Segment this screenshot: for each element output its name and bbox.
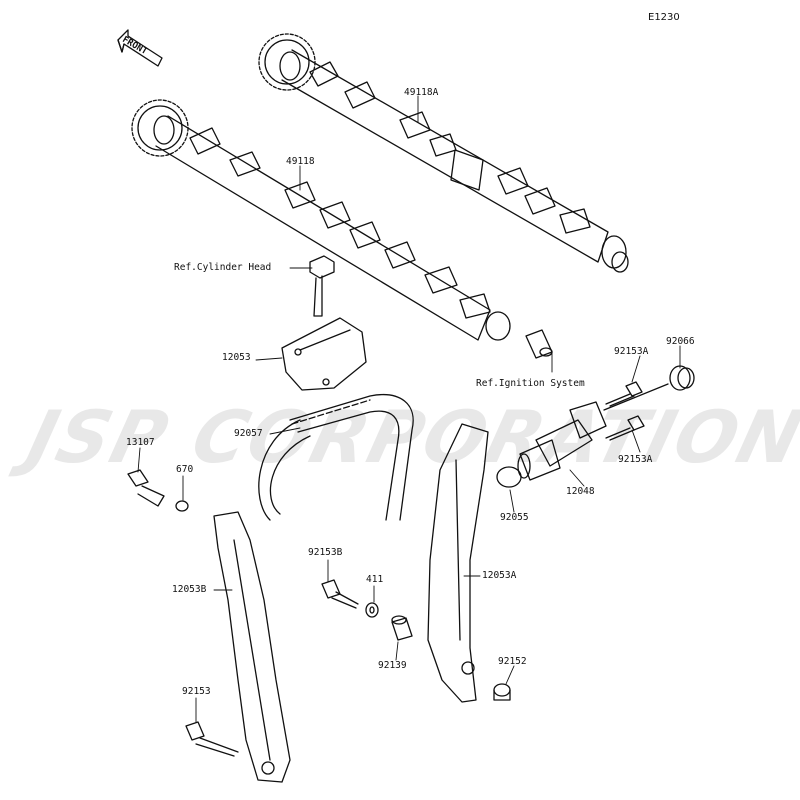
bolt-92153a-lower (605, 415, 645, 441)
part-label-92152: 92152 (498, 656, 527, 667)
diagram-code: E1230 (648, 12, 680, 23)
part-label-92057: 92057 (234, 428, 263, 439)
ignition-sleeve (525, 329, 553, 359)
front-arrow-icon (117, 29, 163, 67)
pin-13107 (127, 469, 165, 507)
bolt-92153b (321, 579, 359, 609)
washer-411 (365, 602, 379, 618)
chain-guide-12053a (427, 423, 489, 703)
cylinder-head-bolt (309, 255, 335, 317)
collar-92152 (493, 683, 511, 701)
camshaft-49118 (131, 99, 511, 341)
part-label-670: 670 (176, 464, 194, 475)
part-label-92055: 92055 (500, 512, 529, 523)
part-label-ref-cylinder-head: Ref.Cylinder Head (174, 262, 272, 273)
part-label-49118: 49118 (286, 156, 315, 167)
bolt-92153a-upper (605, 381, 643, 407)
o-ring-670 (175, 500, 189, 512)
part-label-12053a: 12053A (482, 570, 517, 581)
bolt-92153 (185, 721, 239, 757)
chain-guide-12053b (213, 511, 291, 783)
part-label-12053b: 12053B (172, 584, 207, 595)
part-label-92066: 92066 (666, 336, 695, 347)
chain-tensioner-12048 (517, 401, 607, 481)
part-label-411: 411 (366, 574, 384, 585)
part-label-13107: 13107 (126, 437, 155, 448)
part-label-92153b: 92153B (308, 547, 343, 558)
cam-chain-92057 (258, 394, 414, 521)
part-label-92139: 92139 (378, 660, 407, 671)
part-label-92153a-upper: 92153A (614, 346, 649, 357)
camshaft-49118a (258, 33, 629, 273)
leader-lines (137, 95, 681, 723)
part-label-ref-ignition-system: Ref.Ignition System (476, 378, 585, 389)
chain-guide-12053 (281, 317, 367, 391)
o-ring-92055 (496, 466, 522, 488)
part-label-12048: 12048 (566, 486, 595, 497)
part-label-12053: 12053 (222, 352, 251, 363)
collar-92139 (391, 615, 413, 641)
part-label-92153: 92153 (182, 686, 211, 697)
part-label-92153a-lower: 92153A (618, 454, 653, 465)
part-label-49118a: 49118A (404, 87, 439, 98)
